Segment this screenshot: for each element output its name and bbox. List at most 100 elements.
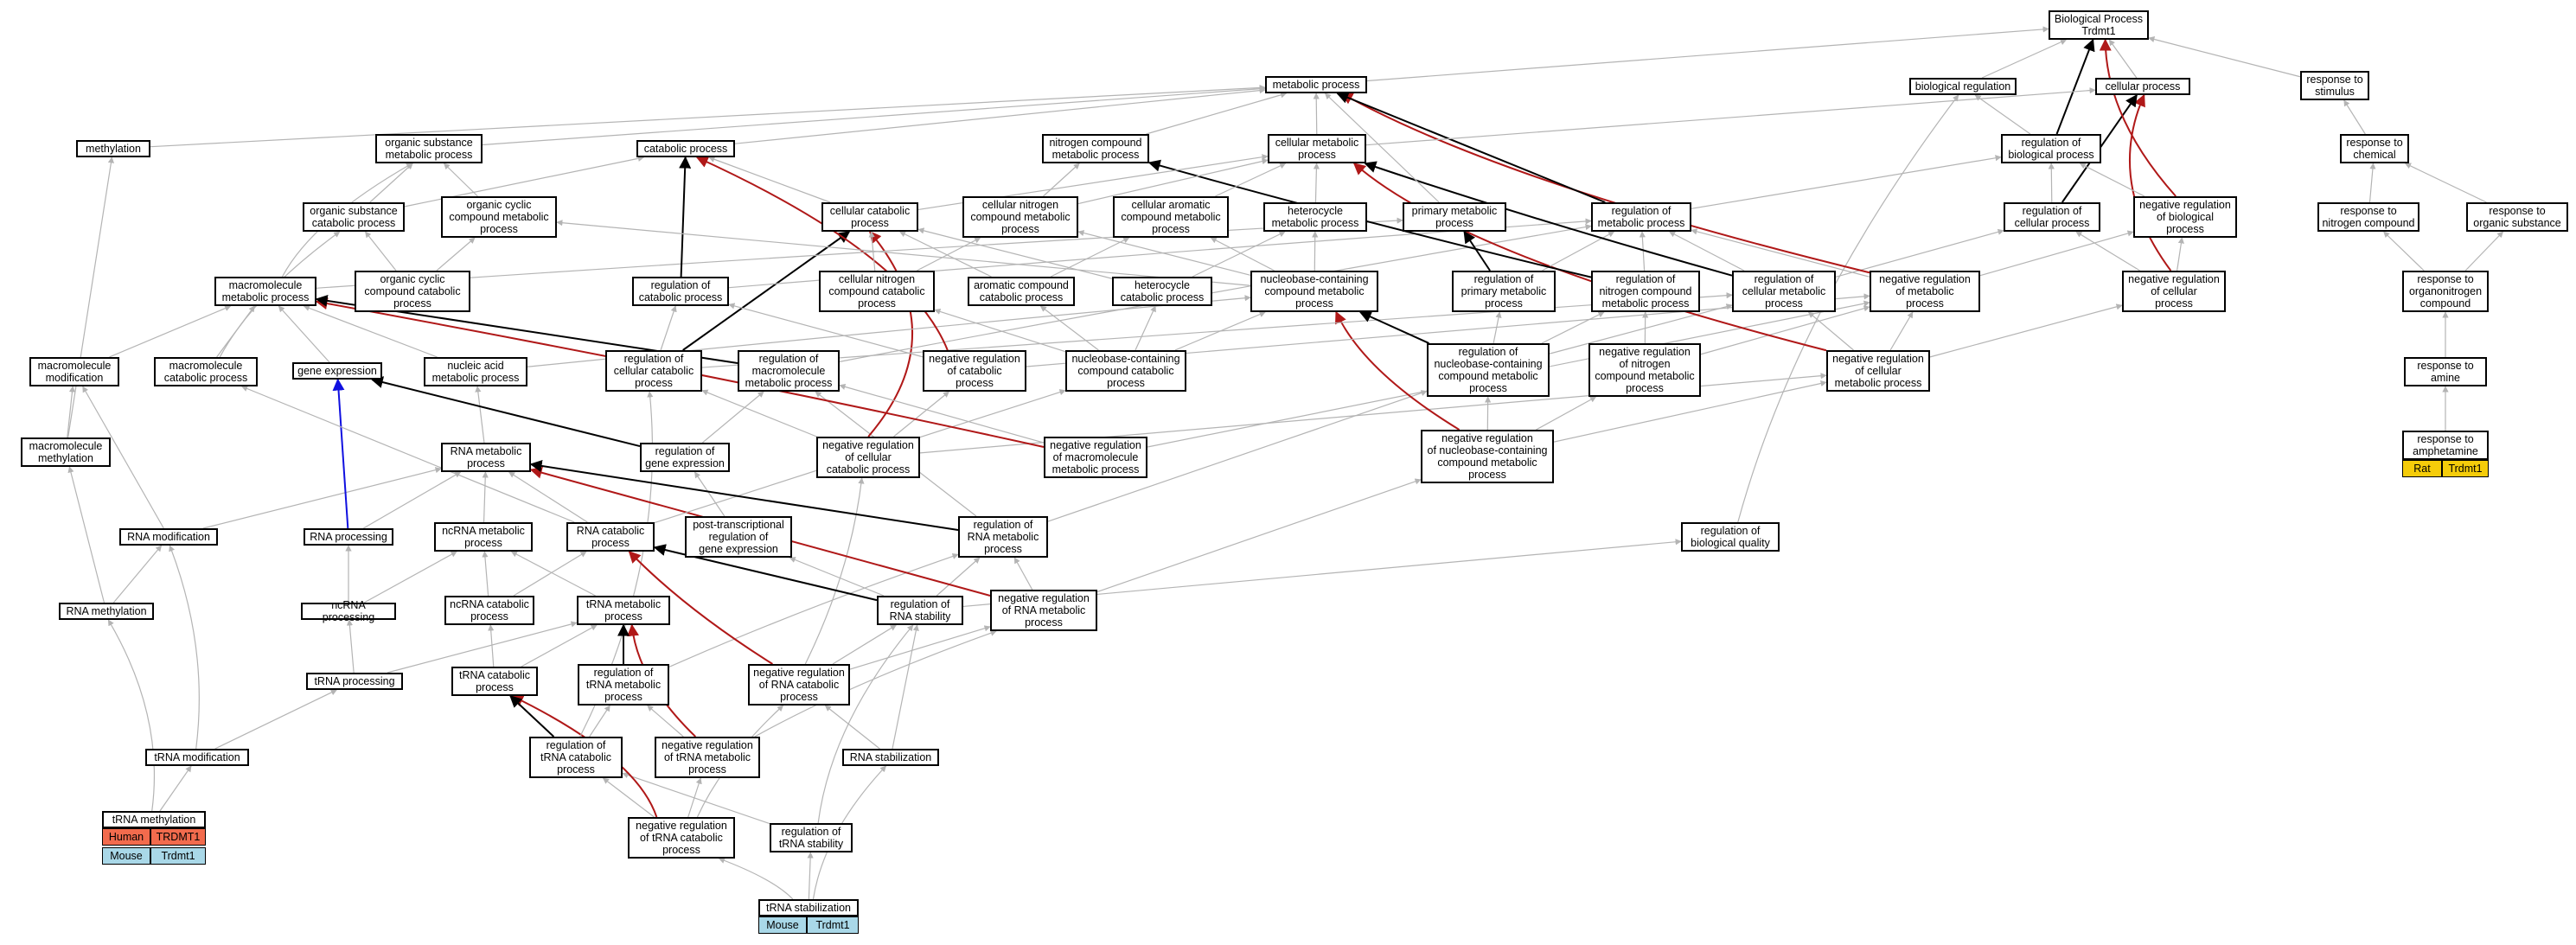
edge-regulation-of-nucleobase-containing-compound-metabolic-process-to-regulation-of-primary-metabolic-process bbox=[1493, 311, 1502, 344]
go-term-regulation-of-primary-metabolic-process[interactable]: regulation of primary metabolic process bbox=[1452, 271, 1556, 312]
go-term-heterocycle-catabolic-process[interactable]: heterocycle catabolic process bbox=[1112, 277, 1212, 306]
go-term-regulation-of-gene-expression[interactable]: regulation of gene expression bbox=[640, 443, 730, 472]
go-term-catabolic-process[interactable]: catabolic process bbox=[636, 140, 735, 157]
go-term-rna-stabilization[interactable]: RNA stabilization bbox=[842, 749, 939, 766]
go-term-cellular-aromatic-compound-metabolic-process[interactable]: cellular aromatic compound metabolic pro… bbox=[1113, 196, 1229, 238]
go-term-rna-processing[interactable]: RNA processing bbox=[304, 528, 393, 546]
edge-cellular-nitrogen-compound-metabolic-process-to-nitrogen-compound-metabolic-process bbox=[1043, 163, 1080, 197]
go-term-response-to-stimulus[interactable]: response to stimulus bbox=[2300, 71, 2369, 100]
go-term-negative-regulation-of-cellular-catabolic-process[interactable]: negative regulation of cellular cataboli… bbox=[816, 437, 920, 478]
go-term-post-transcriptional-regulation-of-gene-expression[interactable]: post-transcriptional regulation of gene … bbox=[685, 516, 792, 558]
go-term-organic-cyclic-compound-metabolic-process[interactable]: organic cyclic compound metabolic proces… bbox=[441, 196, 557, 238]
go-term-metabolic-process[interactable]: metabolic process bbox=[1265, 76, 1367, 93]
edge-regulation-of-cellular-metabolic-process-to-cellular-metabolic-process bbox=[1364, 161, 1733, 277]
go-term-rna-catabolic-process[interactable]: RNA catabolic process bbox=[566, 522, 655, 552]
edge-nucleobase-containing-compound-catabolic-process-to-heterocycle-catabolic-process bbox=[1135, 305, 1156, 351]
go-term-regulation-of-macromolecule-metabolic-process[interactable]: regulation of macromolecule metabolic pr… bbox=[738, 350, 840, 392]
go-term-bp-root[interactable]: Biological Process Trdmt1 bbox=[2049, 10, 2149, 40]
go-term-rna-modification[interactable]: RNA modification bbox=[119, 528, 218, 546]
edge-organic-cyclic-compound-catabolic-process-to-organic-cyclic-compound-metabolic-process bbox=[436, 237, 476, 271]
go-term-negative-regulation-of-biological-process[interactable]: negative regulation of biological proces… bbox=[2133, 196, 2237, 238]
go-term-regulation-of-metabolic-process[interactable]: regulation of metabolic process bbox=[1591, 202, 1691, 232]
go-term-regulation-of-cellular-metabolic-process[interactable]: regulation of cellular metabolic process bbox=[1732, 271, 1836, 312]
go-term-trna-stabilization[interactable]: tRNA stabilization bbox=[758, 899, 859, 916]
go-term-nucleobase-containing-compound-metabolic-process[interactable]: nucleobase-containing compound metabolic… bbox=[1250, 271, 1378, 312]
go-term-trna-methylation[interactable]: tRNA methylation bbox=[102, 811, 206, 828]
go-term-nitrogen-compound-metabolic-process[interactable]: nitrogen compound metabolic process bbox=[1042, 134, 1149, 163]
go-term-negative-regulation-of-trna-catabolic-process[interactable]: negative regulation of tRNA catabolic pr… bbox=[628, 817, 735, 859]
go-term-negative-regulation-of-cellular-metabolic-process[interactable]: negative regulation of cellular metaboli… bbox=[1826, 350, 1930, 392]
go-term-macromolecule-modification[interactable]: macromolecule modification bbox=[29, 357, 119, 386]
edge-trna-modification-to-trna-processing bbox=[214, 689, 337, 750]
go-term-macromolecule-catabolic-process[interactable]: macromolecule catabolic process bbox=[154, 357, 258, 386]
go-term-regulation-of-biological-quality[interactable]: regulation of biological quality bbox=[1681, 522, 1780, 552]
go-term-organic-cyclic-compound-catabolic-process[interactable]: organic cyclic compound catabolic proces… bbox=[355, 271, 470, 312]
go-term-gene-expression[interactable]: gene expression bbox=[292, 362, 382, 380]
go-term-rna-metabolic-process[interactable]: RNA metabolic process bbox=[441, 443, 531, 472]
go-term-regulation-of-trna-stability[interactable]: regulation of tRNA stability bbox=[770, 823, 853, 852]
edge-regulation-of-biological-process-to-bp-root bbox=[2055, 38, 2095, 135]
go-term-response-to-organic-substance[interactable]: response to organic substance bbox=[2466, 202, 2568, 232]
go-term-nucleobase-containing-compound-catabolic-process[interactable]: nucleobase-containing compound catabolic… bbox=[1065, 350, 1186, 392]
go-term-primary-metabolic-process[interactable]: primary metabolic process bbox=[1403, 202, 1506, 232]
go-term-ncrna-processing[interactable]: ncRNA processing bbox=[301, 599, 396, 623]
go-term-regulation-of-trna-catabolic-process[interactable]: regulation of tRNA catabolic process bbox=[529, 737, 623, 778]
go-term-organic-substance-metabolic-process[interactable]: organic substance metabolic process bbox=[375, 134, 483, 163]
go-term-negative-regulation-of-catabolic-process[interactable]: negative regulation of catabolic process bbox=[923, 350, 1026, 392]
go-term-cellular-nitrogen-compound-metabolic-process[interactable]: cellular nitrogen compound metabolic pro… bbox=[962, 196, 1078, 238]
edge-negative-regulation-of-cellular-process-to-regulation-of-cellular-process bbox=[2075, 231, 2140, 271]
edge-negative-regulation-of-biological-process-to-regulation-of-biological-process bbox=[2079, 163, 2145, 197]
go-term-nucleic-acid-metabolic-process[interactable]: nucleic acid metabolic process bbox=[424, 357, 527, 386]
go-term-regulation-of-trna-metabolic-process[interactable]: regulation of tRNA metabolic process bbox=[578, 664, 669, 706]
go-term-rna-methylation[interactable]: RNA methylation bbox=[59, 603, 154, 620]
go-term-macromolecule-methylation[interactable]: macromolecule methylation bbox=[21, 437, 111, 467]
go-term-heterocycle-metabolic-process[interactable]: heterocycle metabolic process bbox=[1263, 202, 1367, 232]
edge-rna-metabolic-process-to-nucleic-acid-metabolic-process bbox=[475, 386, 485, 444]
go-term-cellular-metabolic-process[interactable]: cellular metabolic process bbox=[1268, 134, 1366, 163]
edge-primary-metabolic-process-to-metabolic-process bbox=[1324, 93, 1440, 203]
go-term-regulation-of-cellular-catabolic-process[interactable]: regulation of cellular catabolic process bbox=[605, 350, 702, 392]
go-term-ncrna-catabolic-process[interactable]: ncRNA catabolic process bbox=[444, 596, 534, 625]
edge-heterocycle-metabolic-process-to-cellular-metabolic-process bbox=[1313, 163, 1320, 203]
go-term-negative-regulation-of-macromolecule-metabolic-process[interactable]: negative regulation of macromolecule met… bbox=[1044, 437, 1147, 478]
go-term-trna-processing[interactable]: tRNA processing bbox=[306, 673, 403, 690]
go-term-trna-metabolic-process[interactable]: tRNA metabolic process bbox=[577, 596, 670, 625]
edge-rna-processing-to-gene-expression bbox=[332, 378, 349, 529]
go-term-regulation-of-biological-process[interactable]: regulation of biological process bbox=[2001, 134, 2101, 163]
go-term-negative-regulation-of-rna-metabolic-process[interactable]: negative regulation of RNA metabolic pro… bbox=[990, 590, 1097, 631]
go-term-negative-regulation-of-nitrogen-compound-metabolic-process[interactable]: negative regulation of nitrogen compound… bbox=[1588, 343, 1701, 397]
edge-trna-metabolic-process-to-ncrna-metabolic-process bbox=[510, 551, 596, 597]
edge-organic-cyclic-compound-metabolic-process-to-organic-substance-metabolic-process bbox=[443, 163, 478, 197]
go-term-negative-regulation-of-trna-metabolic-process[interactable]: negative regulation of tRNA metabolic pr… bbox=[655, 737, 760, 778]
go-term-response-to-amine[interactable]: response to amine bbox=[2404, 357, 2487, 386]
go-term-negative-regulation-of-nucleobase-containing-compound-metabolic-process[interactable]: negative regulation of nucleobase-contai… bbox=[1421, 430, 1554, 483]
go-term-negative-regulation-of-cellular-process[interactable]: negative regulation of cellular process bbox=[2122, 271, 2226, 312]
go-term-methylation[interactable]: methylation bbox=[76, 140, 150, 157]
go-term-response-to-chemical[interactable]: response to chemical bbox=[2340, 134, 2409, 163]
go-term-cellular-nitrogen-compound-catabolic-process[interactable]: cellular nitrogen compound catabolic pro… bbox=[819, 271, 935, 312]
go-term-regulation-of-nitrogen-compound-metabolic-process[interactable]: regulation of nitrogen compound metaboli… bbox=[1591, 271, 1700, 312]
go-term-cellular-process[interactable]: cellular process bbox=[2095, 78, 2190, 95]
go-term-response-to-nitrogen-compound[interactable]: response to nitrogen compound bbox=[2317, 202, 2419, 232]
go-term-trna-modification[interactable]: tRNA modification bbox=[145, 749, 249, 766]
go-term-response-to-amphetamine[interactable]: response to amphetamine bbox=[2402, 431, 2489, 460]
go-term-organic-substance-catabolic-process[interactable]: organic substance catabolic process bbox=[303, 202, 405, 232]
edge-heterocycle-catabolic-process-to-heterocycle-metabolic-process bbox=[1192, 231, 1286, 278]
go-term-regulation-of-cellular-process[interactable]: regulation of cellular process bbox=[2004, 202, 2100, 232]
go-term-regulation-of-rna-metabolic-process[interactable]: regulation of RNA metabolic process bbox=[958, 516, 1048, 558]
go-term-cellular-catabolic-process[interactable]: cellular catabolic process bbox=[821, 202, 918, 232]
go-term-regulation-of-catabolic-process[interactable]: regulation of catabolic process bbox=[632, 277, 729, 306]
go-term-regulation-of-rna-stability[interactable]: regulation of RNA stability bbox=[877, 596, 963, 625]
edge-negative-regulation-of-trna-metabolic-process-to-negative-regulation-of-rna-metabolic-process bbox=[754, 629, 997, 737]
go-term-biological-regulation[interactable]: biological regulation bbox=[1909, 78, 2017, 95]
go-term-negative-regulation-of-rna-catabolic-process[interactable]: negative regulation of RNA catabolic pro… bbox=[748, 664, 850, 706]
go-term-trna-catabolic-process[interactable]: tRNA catabolic process bbox=[451, 667, 538, 696]
edge-nucleobase-containing-compound-catabolic-process-to-nucleobase-containing-compound-metabolic-process bbox=[1174, 311, 1266, 351]
go-term-ncrna-metabolic-process[interactable]: ncRNA metabolic process bbox=[434, 522, 533, 552]
go-term-aromatic-compound-catabolic-process[interactable]: aromatic compound catabolic process bbox=[968, 277, 1075, 306]
go-term-macromolecule-metabolic-process[interactable]: macromolecule metabolic process bbox=[214, 277, 316, 306]
go-term-negative-regulation-of-metabolic-process[interactable]: negative regulation of metabolic process bbox=[1870, 271, 1980, 312]
edge-ncrna-catabolic-process-to-ncrna-metabolic-process bbox=[482, 551, 489, 597]
go-term-response-to-organonitrogen-compound[interactable]: response to organonitrogen compound bbox=[2402, 271, 2489, 312]
go-term-regulation-of-nucleobase-containing-compound-metabolic-process[interactable]: regulation of nucleobase-containing comp… bbox=[1427, 343, 1550, 397]
